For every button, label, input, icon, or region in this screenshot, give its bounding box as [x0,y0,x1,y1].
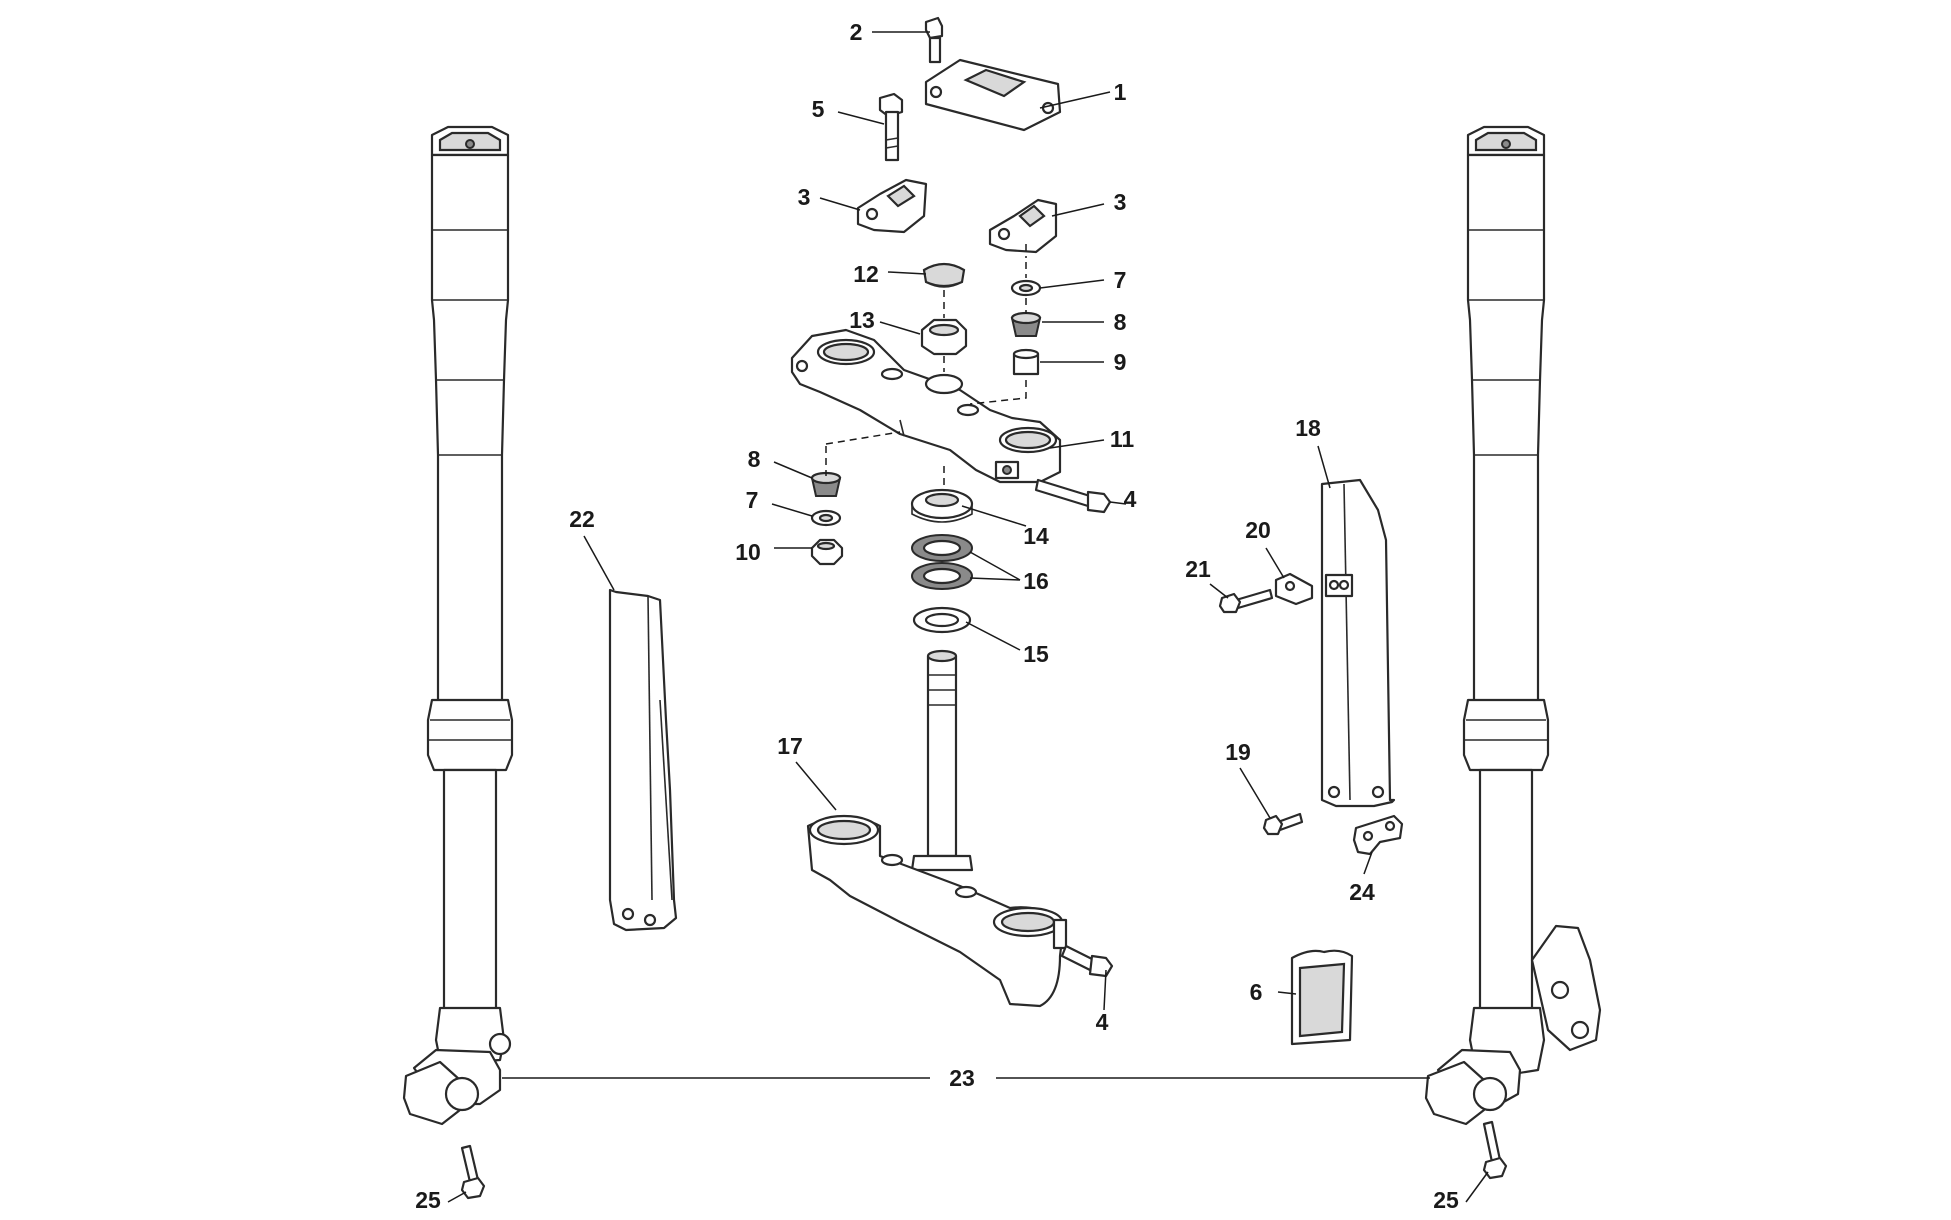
washer-7-left [810,509,842,527]
callout-20: 20 [1245,517,1271,543]
pinch-bolt-4-lower [1060,944,1114,978]
callout-24: 24 [1349,879,1375,905]
handlebar-top-clamp [924,58,1062,132]
callout-14: 14 [1023,523,1049,549]
upper-triple-clamp [790,328,1062,484]
axle-bolt-25-right [1482,1120,1508,1180]
callout-25-right: 25 [1433,1187,1459,1213]
right-fork-guard [1320,478,1396,808]
assembly-guide-lines [825,244,1027,488]
guard-bracket-24 [1352,814,1404,856]
callout-22: 22 [569,506,595,532]
callout-3-right: 3 [1114,189,1127,215]
callout-7-right: 7 [1114,267,1127,293]
callout-15: 15 [1023,641,1049,667]
callout-23: 23 [949,1065,975,1091]
bolt-5 [878,92,904,162]
callout-2: 2 [850,19,863,45]
steering-stem-cap [922,262,966,288]
steering-adjuster-ring [910,488,974,523]
axle-bolt-25-left [460,1144,486,1200]
right-handlebar-riser [988,198,1058,254]
callout-leaders [447,31,1489,1203]
callout-11: 11 [1110,426,1135,452]
left-handlebar-riser [856,178,928,234]
callout-6: 6 [1250,979,1263,1005]
callout-4-upper: 4 [1124,486,1137,512]
nut-10 [810,538,844,566]
callout-13: 13 [849,307,875,333]
callout-18: 18 [1295,415,1321,441]
steering-nut [920,318,968,356]
left-fork-leg [402,125,514,1126]
callout-10: 10 [735,539,761,565]
right-fork-leg [1424,125,1602,1126]
rubber-bushing-8-right [1010,311,1042,337]
washer-7-right [1010,279,1042,297]
callout-21: 21 [1185,556,1211,582]
bolt-2 [924,16,944,64]
callout-25-left: 25 [415,1187,441,1213]
callout-16: 16 [1023,568,1049,594]
bolt-19 [1262,812,1304,836]
bearing-16 [911,534,973,590]
callout-4-lower: 4 [1096,1009,1109,1035]
callout-19: 19 [1225,739,1251,765]
callout-8-right: 8 [1114,309,1127,335]
bolt-21 [1218,588,1274,614]
callout-12: 12 [853,261,879,287]
callout-1: 1 [1114,79,1127,105]
rubber-bushing-8-left [810,471,842,497]
callout-5: 5 [812,96,825,122]
pinch-bolt-4-upper [1034,478,1112,514]
guard-clip-20 [1274,572,1314,606]
callout-7-left: 7 [746,487,759,513]
callout-3-left: 3 [798,184,811,210]
callout-9: 9 [1114,349,1127,375]
spacer-9 [1012,348,1040,376]
callout-labels: 1 2 3 3 4 4 5 6 7 7 8 8 9 10 11 12 13 14… [415,19,1459,1213]
dust-seal-15 [912,606,972,634]
lower-triple-clamp [806,649,1068,1008]
left-fork-guard [608,588,678,932]
callout-8-left: 8 [748,446,761,472]
label-card-6 [1290,949,1354,1046]
callout-17: 17 [777,733,803,759]
